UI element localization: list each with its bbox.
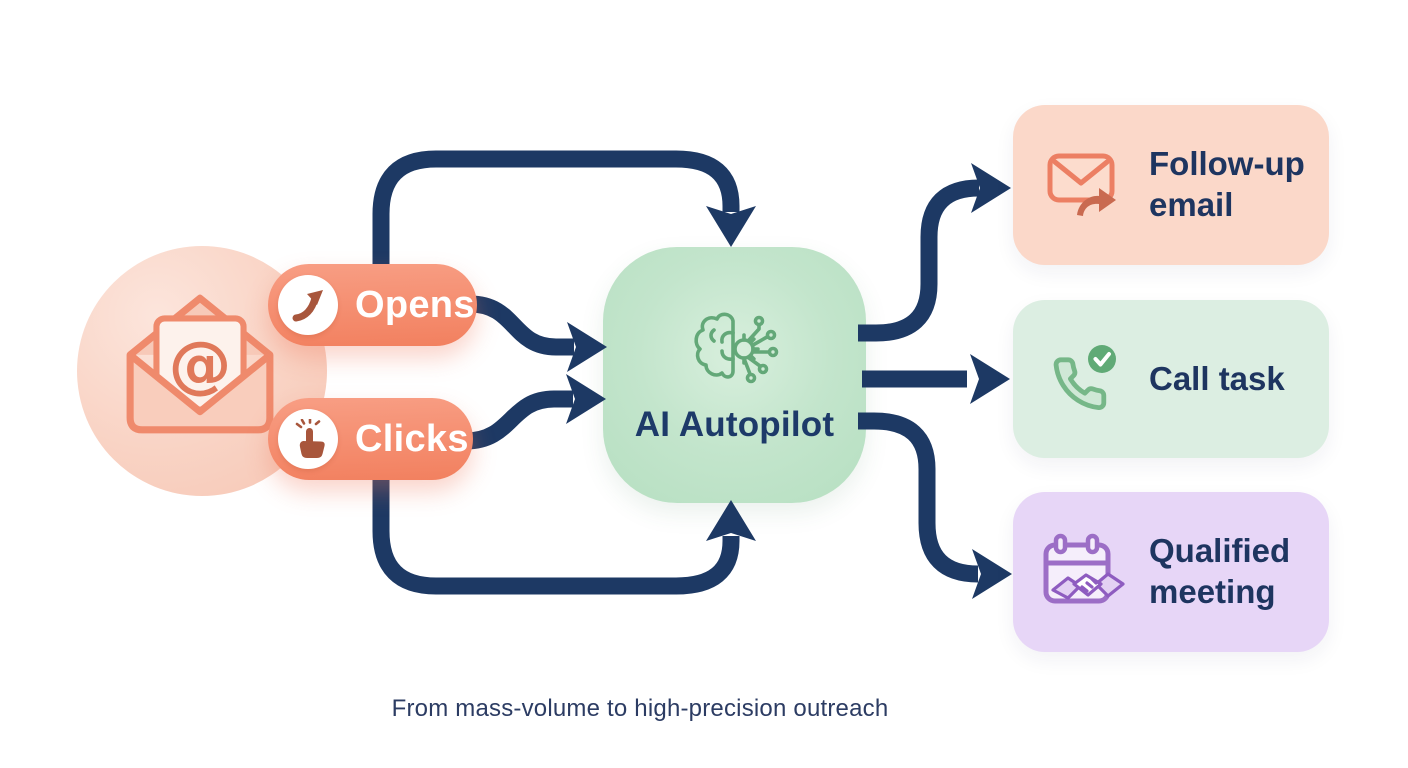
clicks-pill: Clicks xyxy=(268,398,473,480)
arrowhead-bottom-up xyxy=(706,500,756,541)
open-envelope-at-icon: @ xyxy=(126,294,274,434)
arrow-opens-direct xyxy=(469,295,574,356)
clicks-label: Clicks xyxy=(355,417,469,460)
arrowhead-top-down xyxy=(706,206,756,247)
tap-click-icon xyxy=(295,419,325,458)
arrowhead-meeting xyxy=(972,549,1012,599)
phone-check-icon xyxy=(1053,345,1116,411)
followup-icon-wrap xyxy=(1041,152,1127,218)
call-task-node: Call task xyxy=(1013,300,1329,458)
arrowhead-clicks-right xyxy=(566,374,606,424)
call-label: Call task xyxy=(1149,359,1285,397)
call-icon-wrap xyxy=(1041,344,1127,414)
email-forward-icon xyxy=(1047,153,1116,216)
ai-autopilot-label: AI Autopilot xyxy=(634,405,835,444)
opens-icon-circle xyxy=(278,275,338,335)
clicks-icon-circle xyxy=(278,409,338,469)
meeting-icon-wrap xyxy=(1041,533,1127,611)
calendar-handshake-icon xyxy=(1043,533,1125,604)
followup-label: Follow-up email xyxy=(1149,145,1305,223)
trending-up-arrow-icon xyxy=(292,290,323,322)
ai-autopilot-node: AI Autopilot xyxy=(603,247,866,503)
opens-pill: Opens xyxy=(268,264,477,346)
arrow-to-followup xyxy=(858,179,980,342)
caption: From mass-volume to high-precision outre… xyxy=(391,695,889,722)
qualified-meeting-node: Qualified meeting xyxy=(1013,492,1329,652)
meeting-label: Qualified meeting xyxy=(1149,532,1291,610)
svg-text:@: @ xyxy=(169,327,232,400)
arrowhead-call xyxy=(970,354,1010,404)
followup-email-node: Follow-up email xyxy=(1013,105,1329,265)
opens-label: Opens xyxy=(355,283,475,326)
brain-circuit-icon xyxy=(693,312,778,384)
arrowhead-followup xyxy=(971,163,1011,213)
arrow-to-meeting xyxy=(858,412,979,583)
arrow-clicks-direct xyxy=(465,390,573,450)
arrowhead-opens-right xyxy=(567,322,607,372)
